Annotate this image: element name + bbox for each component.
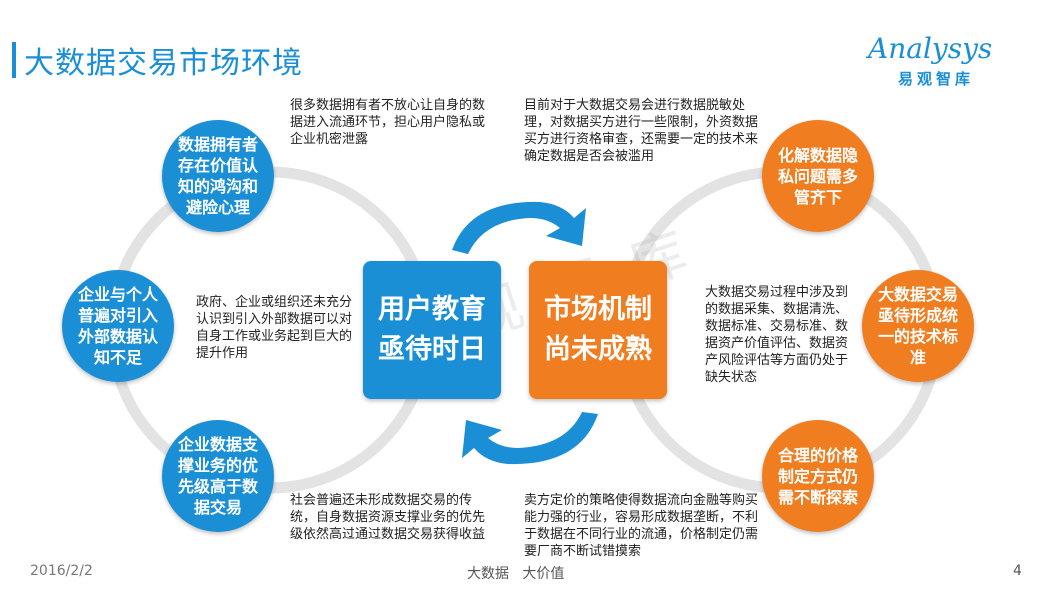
note-right-bottom: 卖方定价的策略使得数据流向金融等购买能力强的行业，容易形成数据垄断，不利于数据在…: [524, 493, 759, 559]
right-circle-2-label: 大数据交易亟待形成统一的技术标准: [877, 285, 958, 367]
analysys-logo: Analysys 易观智库: [868, 30, 1028, 90]
footer-date: 2016/2/2: [30, 563, 93, 579]
top-cycle-arrow: [452, 201, 586, 254]
note-right-top: 目前对于大数据交易会进行数据脱敏处理，对数据买方进行一些限制，外资数据买方进行资…: [524, 98, 759, 164]
footer-slogan: 大数据 大价值: [467, 566, 565, 582]
page-number: 4: [1013, 563, 1022, 579]
user-education-label: 用户教育 亟待时日: [378, 294, 486, 365]
note-left-bottom: 社会普遍还未形成数据交易的传统，自身数据资源支撑业务的优先级依然高过通过数据交易…: [290, 493, 486, 542]
note-left-top: 很多数据拥有者不放心让自身的数据进入流通环节，担心用户隐私或企业机密泄露: [290, 98, 486, 147]
left-circle-2-label: 企业与个人普遍对引入外部数据认知不足: [77, 285, 158, 367]
logo-subtitle: 易观智库: [898, 70, 975, 88]
user-education-box: 用户教育 亟待时日: [363, 261, 501, 399]
title-accent-bar: [12, 42, 16, 78]
bottom-cycle-arrow: [462, 412, 598, 465]
left-circle-1: 数据拥有者存在价值认知的鸿沟和避险心理: [162, 120, 274, 232]
market-mechanism-label: 市场机制 尚未成熟: [544, 294, 652, 365]
right-circle-3: 合理的价格制定方式仍需不断探索: [762, 420, 874, 532]
right-circle-2: 大数据交易亟待形成统一的技术标准: [862, 270, 974, 382]
note-right-mid: 大数据交易过程中涉及到的数据采集、数据清洗、数据标准、交易标准、数据资产价值评估…: [705, 285, 849, 385]
note-left-mid: 政府、企业或组织还未充分认识到引入外部数据可以对自身工作或业务起到巨大的提升作用: [196, 295, 353, 361]
logo-wordmark: Analysys: [868, 32, 993, 65]
page-title: 大数据交易市场环境: [24, 46, 303, 81]
right-circle-3-label: 合理的价格制定方式仍需不断探索: [777, 445, 858, 507]
right-circle-1: 化解数据隐私问题需多管齐下: [762, 120, 874, 232]
left-circle-1-label: 数据拥有者存在价值认知的鸿沟和避险心理: [177, 135, 258, 217]
market-mechanism-box: 市场机制 尚未成熟: [529, 261, 667, 399]
right-circle-1-label: 化解数据隐私问题需多管齐下: [777, 145, 858, 207]
left-circle-2: 企业与个人普遍对引入外部数据认知不足: [62, 270, 174, 382]
left-circle-3-label: 企业数据支撑业务的优先级高于数据交易: [177, 435, 258, 517]
left-circle-3: 企业数据支撑业务的优先级高于数据交易: [162, 420, 274, 532]
